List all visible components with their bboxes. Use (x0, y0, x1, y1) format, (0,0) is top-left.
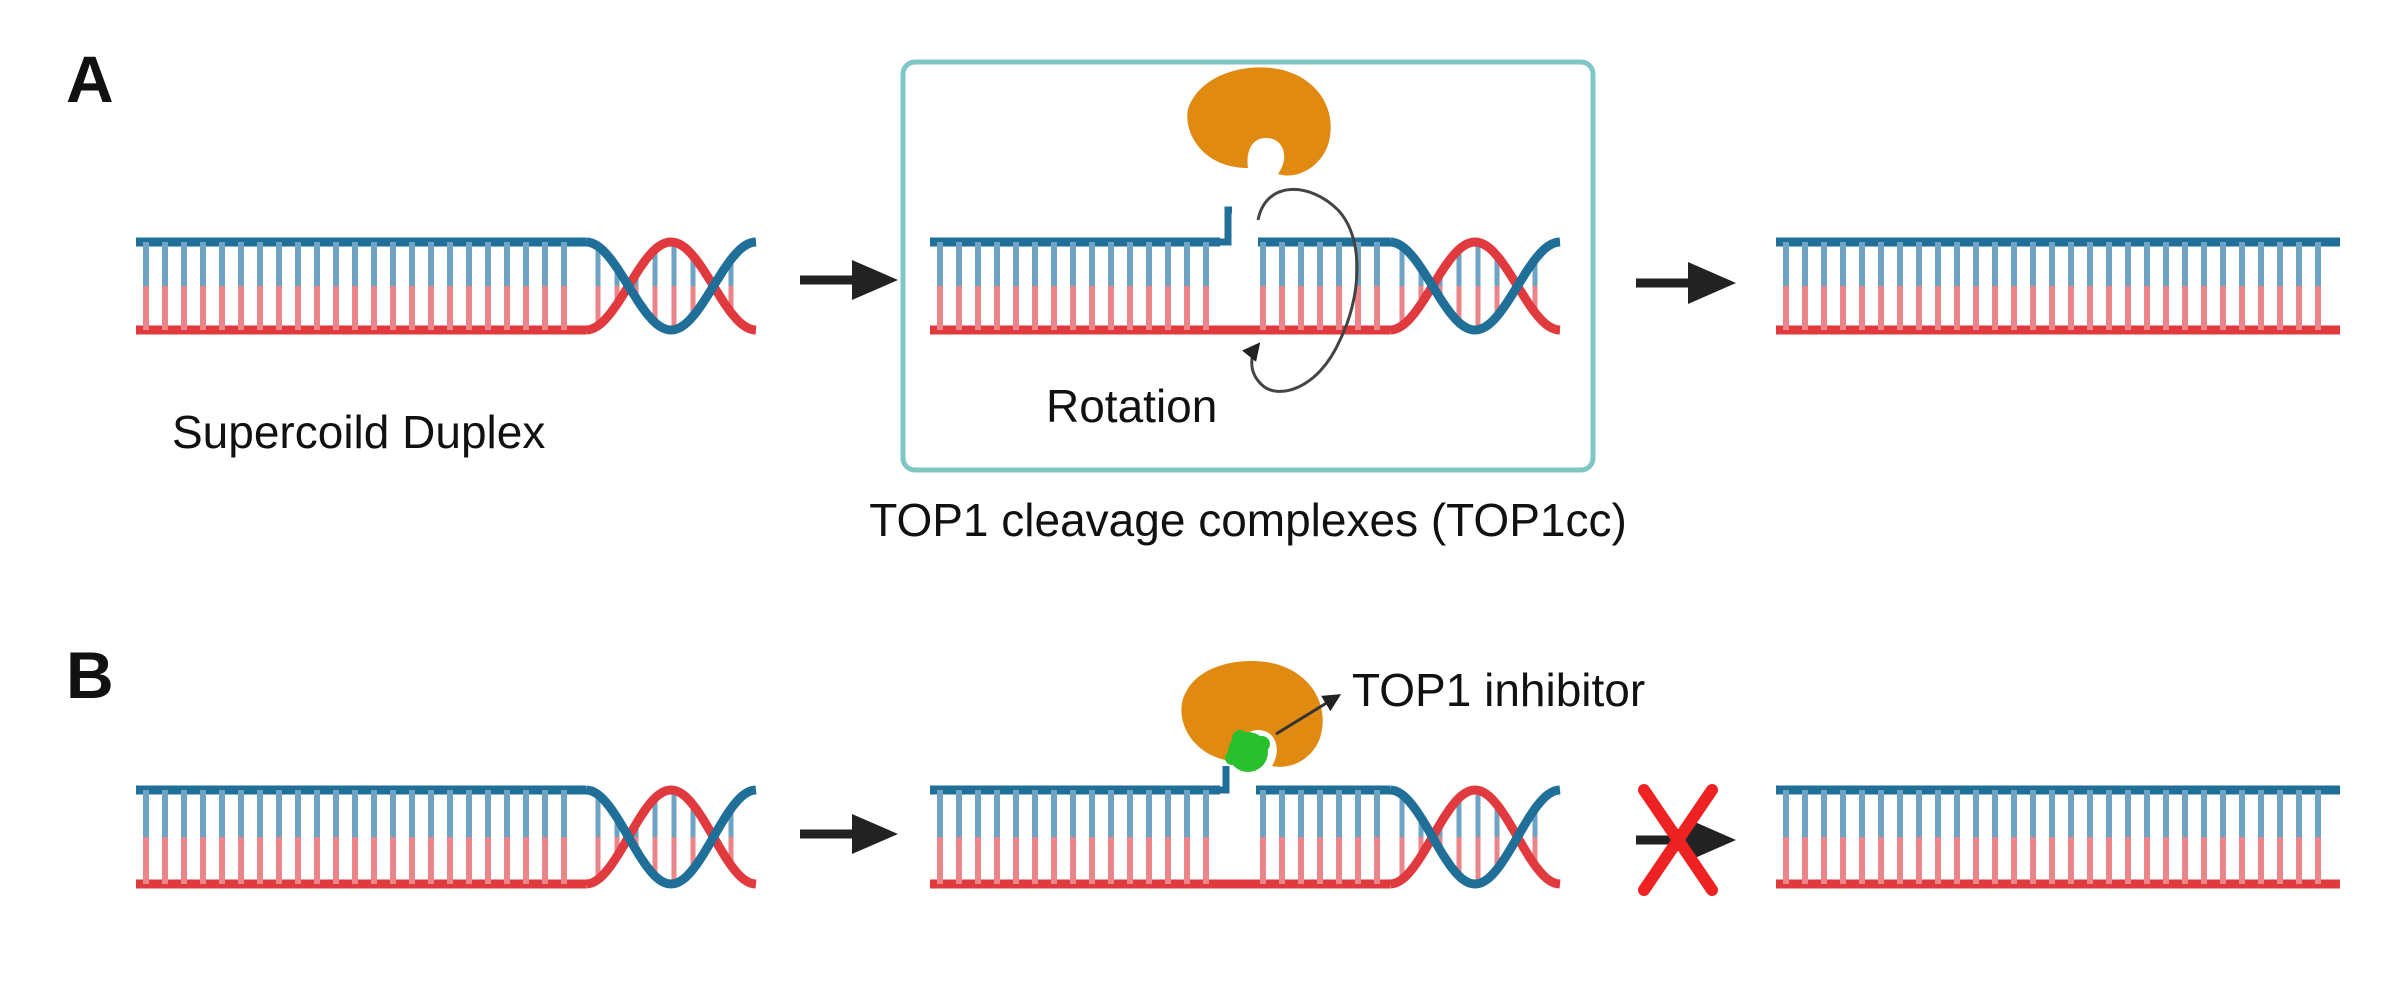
trapped-dna-b (930, 766, 1561, 889)
top1-enzyme (1187, 67, 1331, 176)
right-arrow-icon (800, 814, 898, 854)
relaxed-dna-b (1776, 785, 2340, 889)
inhibitor-molecule (1225, 730, 1270, 772)
caption-top1-inhibitor: TOP1 inhibitor (1352, 664, 1645, 716)
inhibitor-pointer-arrow (1275, 694, 1342, 736)
supercoiled-dna-b (136, 785, 757, 889)
caption-rotation: Rotation (1046, 380, 1217, 432)
top1cc-box (900, 59, 1596, 473)
blocked-arrow (1636, 784, 1736, 896)
top1-enzyme-inhibited (1181, 661, 1323, 767)
panel-label-a: A (66, 42, 114, 116)
caption-top1cc: TOP1 cleavage complexes (TOP1cc) (869, 494, 1627, 546)
cleaved-dna-a (930, 206, 1561, 335)
right-arrow-icon (1636, 262, 1736, 304)
rotation-arrow-icon (1241, 188, 1359, 393)
supercoiled-dna-a (136, 237, 757, 335)
blocked-x-icon (1638, 784, 1718, 896)
right-arrow-icon (800, 260, 898, 300)
caption-supercoiled-duplex: Supercoild Duplex (172, 406, 545, 458)
panel-label-b: B (66, 638, 114, 712)
relaxed-dna-a (1776, 237, 2340, 335)
